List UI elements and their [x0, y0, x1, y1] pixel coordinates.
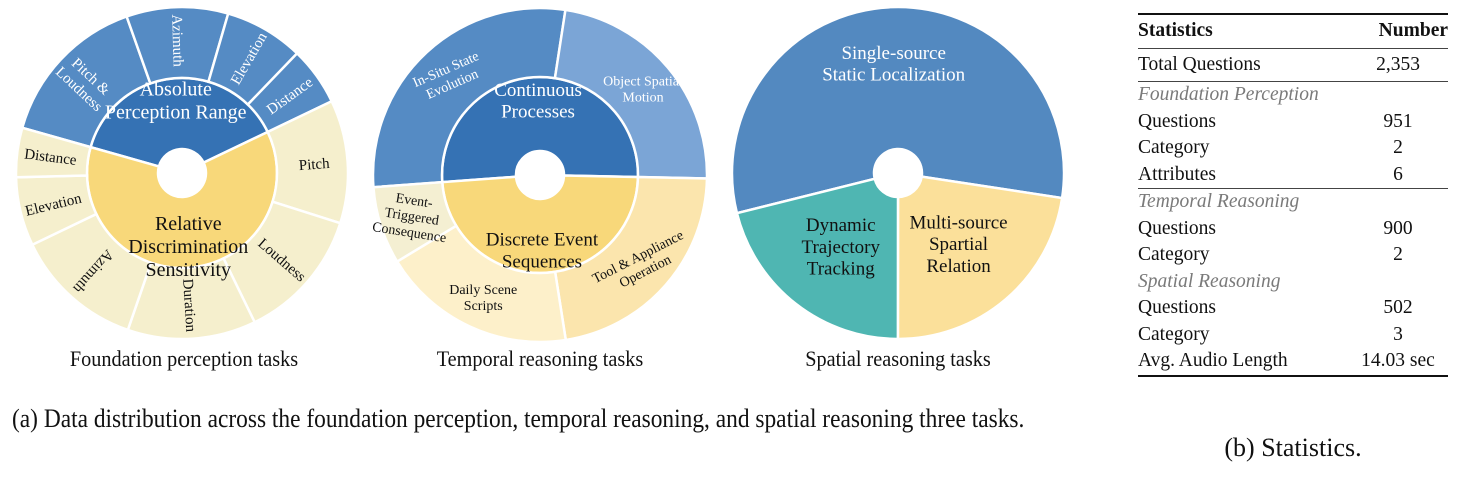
row-label: Questions: [1138, 217, 1216, 239]
chart-2-caption: Temporal reasoning tasks: [436, 346, 644, 371]
row-label: Category: [1138, 137, 1210, 158]
table-row: Questions 951: [1138, 109, 1448, 136]
outer-segment-tool-appliance-operation: [553, 175, 709, 342]
outer-label-azimuth: Azimuth: [168, 14, 186, 67]
row-label: Attributes: [1138, 163, 1216, 185]
outer-segment-object-spatial-motion: [553, 8, 709, 180]
table-row: Questions 502: [1138, 295, 1448, 322]
section-title: Foundation Perception: [1138, 84, 1319, 105]
outer-label-pitch: Pitch: [298, 156, 330, 174]
outer-label-duration: Duration: [179, 278, 198, 333]
outer-segment-event-triggered-consequence: [372, 180, 458, 264]
row-value: 6: [1393, 163, 1403, 185]
figure-b-caption: (b) Statistics.: [1224, 433, 1362, 462]
row-label: Questions: [1138, 110, 1216, 132]
center-hole: [158, 149, 206, 197]
row-label: Category: [1138, 244, 1210, 265]
section-temporal: Temporal Reasoning: [1138, 188, 1448, 216]
section-foundation: Foundation Perception: [1138, 81, 1448, 109]
table-row: Attributes 6: [1138, 162, 1448, 189]
total-questions-value: 2,353: [1376, 53, 1420, 75]
table-row: Questions 900: [1138, 216, 1448, 243]
chart-3-caption: Spatial reasoning tasks: [805, 346, 991, 371]
outer-label-distance: Distance: [23, 147, 77, 169]
table-row: Avg. Audio Length 14.03 sec: [1138, 348, 1448, 376]
section-spatial: Spatial Reasoning: [1138, 269, 1448, 296]
chart-1-caption: Foundation perception tasks: [69, 346, 299, 371]
row-value: 14.03 sec: [1361, 350, 1435, 371]
table-row: Category 3: [1138, 322, 1448, 349]
total-questions-label: Total Questions: [1138, 53, 1261, 75]
statistics-table-container: Statistics Number Total Questions 2,353 …: [1138, 13, 1448, 377]
statistics-table: Statistics Number Total Questions 2,353 …: [1138, 13, 1448, 377]
section-title: Spatial Reasoning: [1138, 270, 1281, 292]
table-row-total: Total Questions 2,353: [1138, 48, 1448, 82]
table-row: Category 2: [1138, 135, 1448, 162]
outer-segment-distance: [14, 126, 93, 179]
outer-segment-in-situ-state-evolution: [371, 6, 567, 189]
section-title: Temporal Reasoning: [1138, 191, 1300, 212]
table-row: Category 2: [1138, 242, 1448, 269]
row-label: Questions: [1138, 297, 1216, 318]
center-hole: [516, 151, 564, 199]
row-value: 2: [1393, 137, 1403, 158]
row-label: Category: [1138, 323, 1210, 345]
row-value: 2: [1393, 244, 1403, 265]
header-number: Number: [1378, 20, 1448, 41]
row-value: 3: [1393, 323, 1403, 345]
center-hole: [874, 149, 922, 197]
figure-a-caption: (a) Data distribution across the foundat…: [12, 404, 1025, 433]
row-value: 951: [1383, 110, 1413, 132]
header-statistics: Statistics: [1138, 20, 1213, 41]
row-value: 502: [1383, 297, 1413, 318]
row-value: 900: [1383, 217, 1413, 239]
table-header-row: Statistics Number: [1138, 14, 1448, 48]
row-label: Avg. Audio Length: [1138, 350, 1288, 371]
